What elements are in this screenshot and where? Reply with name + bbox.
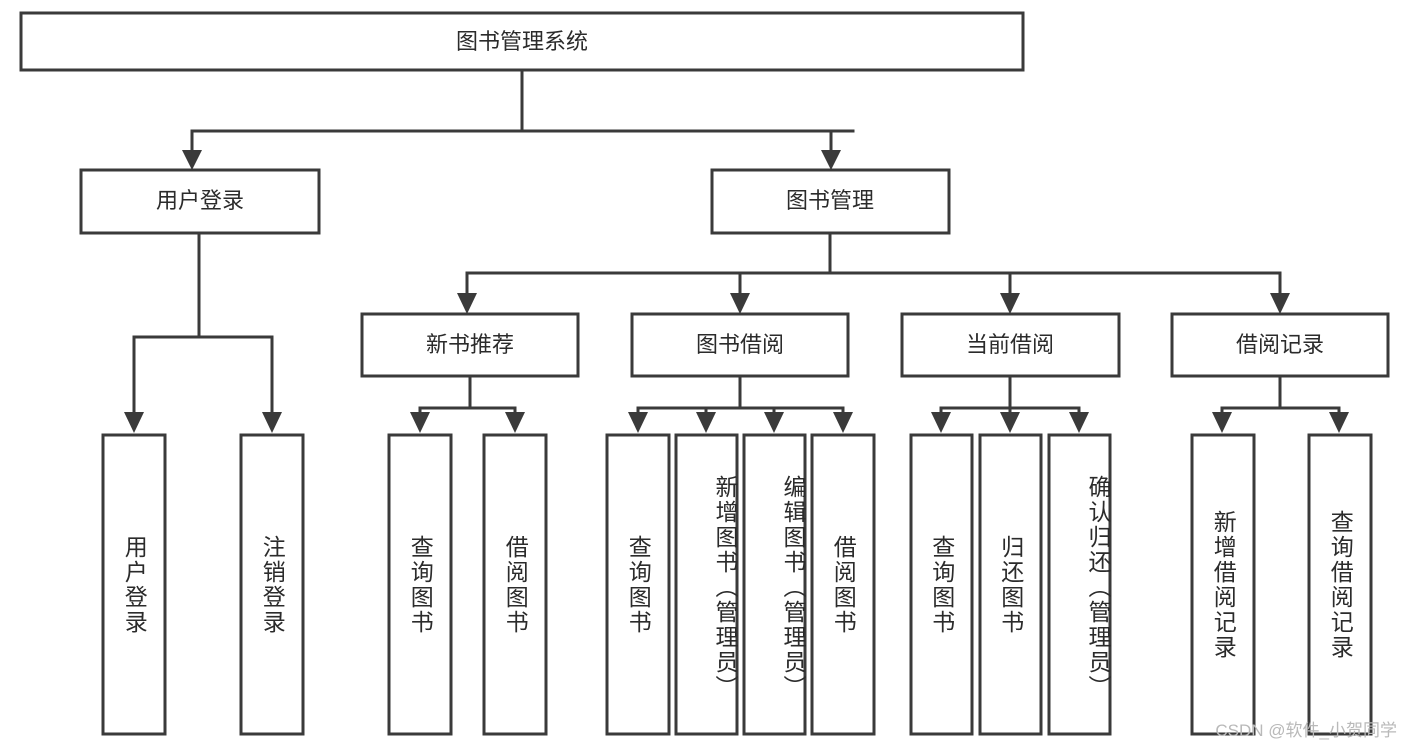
leaf-node-rects	[101, 433, 1373, 736]
node-book-management-label: 图书管理	[786, 188, 874, 213]
connector-book-mgmt-to-level3	[457, 231, 1290, 314]
connector-new-book-to-leaves	[410, 374, 525, 433]
connector-book-borrow-to-leaves	[628, 374, 853, 433]
node-new-book-recommend[interactable]: 新书推荐	[360, 312, 580, 378]
node-book-borrow[interactable]: 图书借阅	[630, 312, 850, 378]
node-leaf-9[interactable]	[978, 433, 1043, 736]
connector-user-login-to-leaves	[124, 231, 282, 433]
node-user-login[interactable]: 用户登录	[79, 168, 321, 235]
node-leaf-10[interactable]	[1047, 433, 1112, 736]
connector-borrow-record-to-leaves	[1212, 374, 1349, 433]
node-root-label: 图书管理系统	[456, 29, 588, 54]
node-leaf-8[interactable]	[909, 433, 974, 736]
node-book-management[interactable]: 图书管理	[710, 168, 951, 235]
watermark-text: CSDN @软件_小贺同学	[1215, 721, 1397, 740]
connector-current-borrow-to-leaves	[931, 374, 1089, 433]
node-leaf-7[interactable]	[810, 433, 876, 736]
node-leaf-0[interactable]	[101, 433, 167, 736]
node-leaf-4[interactable]	[605, 433, 671, 736]
node-leaf-5[interactable]	[674, 433, 739, 736]
node-leaf-11[interactable]	[1190, 433, 1256, 736]
node-book-borrow-label: 图书借阅	[696, 332, 784, 357]
connector-root-to-level2	[182, 68, 855, 170]
node-leaf-6[interactable]	[742, 433, 807, 736]
node-borrow-record[interactable]: 借阅记录	[1170, 312, 1390, 378]
node-current-borrow-label: 当前借阅	[966, 332, 1054, 357]
node-new-book-recommend-label: 新书推荐	[426, 332, 514, 357]
node-leaf-2[interactable]	[387, 433, 453, 736]
node-root[interactable]: 图书管理系统	[19, 11, 1025, 72]
node-current-borrow[interactable]: 当前借阅	[900, 312, 1121, 378]
node-user-login-label: 用户登录	[156, 188, 244, 213]
node-borrow-record-label: 借阅记录	[1236, 332, 1324, 357]
node-leaf-3[interactable]	[482, 433, 548, 736]
node-leaf-1[interactable]	[239, 433, 305, 736]
node-leaf-12[interactable]	[1307, 433, 1373, 736]
